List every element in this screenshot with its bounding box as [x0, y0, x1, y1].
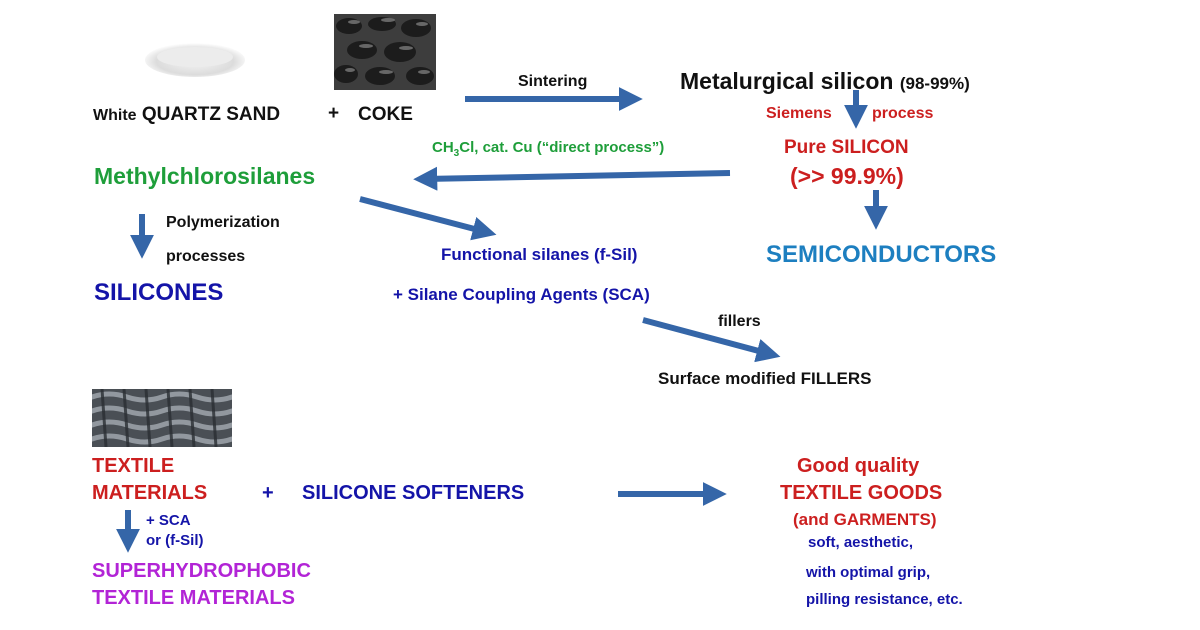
pilling-resistance-label: pilling resistance, etc. — [806, 591, 963, 608]
process-label: process — [872, 105, 934, 122]
arrow-direct-process — [413, 166, 731, 191]
metallurgical-purity: (98-99%) — [899, 74, 970, 93]
polymerization-label: Polymerization — [166, 214, 280, 231]
surface-fillers-label: Surface modified FILLERS — [658, 369, 872, 388]
good-quality-label: Good quality — [797, 455, 920, 477]
textile-goods-label: TEXTILE GOODS — [780, 482, 943, 504]
sca-label: + SCA — [146, 512, 191, 529]
pure-silicon-label: Pure SILICON — [784, 137, 909, 158]
methylchlorosilanes-label: Methylchlorosilanes — [94, 163, 316, 189]
superhydrophobic-materials-label: TEXTILE MATERIALS — [92, 587, 295, 609]
siemens-label: Siemens — [766, 105, 832, 122]
arrow-functional-silanes — [359, 196, 497, 241]
quartz-sand-image — [145, 43, 245, 77]
coke-image — [334, 14, 436, 90]
garments-label: (and GARMENTS) — [793, 510, 937, 529]
quartz-sand-label: QUARTZ SAND — [141, 104, 281, 125]
textile-image — [92, 389, 232, 447]
silicones-label: SILICONES — [94, 279, 224, 306]
coke-label: COKE — [358, 104, 413, 125]
pure-silicon-purity: (>> 99.9%) — [790, 163, 904, 189]
coupling-agents-label: + Silane Coupling Agents (SCA) — [393, 285, 650, 304]
textile-plus-sign: + — [262, 482, 274, 504]
processes-label: processes — [166, 248, 246, 265]
soft-aesthetic-label: soft, aesthetic, — [808, 534, 914, 551]
optimal-grip-label: with optimal grip, — [806, 564, 931, 581]
white-label: White — [93, 107, 137, 124]
metallurgical-silicon-text: Metalurgical silicon — [680, 68, 894, 94]
direct-process-label: CH3Cl, cat. Cu (“direct process”) — [432, 139, 665, 159]
plus-sign: + — [328, 103, 340, 124]
sintering-label: Sintering — [518, 73, 588, 90]
silicone-softeners-label: SILICONE SOFTENERS — [302, 482, 525, 504]
fillers-label: fillers — [718, 313, 761, 330]
semiconductors-label: SEMICONDUCTORS — [766, 241, 997, 268]
materials-label: MATERIALS — [92, 482, 208, 504]
or-fsil-label: or (f-Sil) — [146, 532, 204, 549]
functional-silanes-label: Functional silanes (f-Sil) — [441, 245, 638, 264]
arrow-fillers — [642, 317, 781, 363]
raw-materials-label: White QUARTZ SAND — [93, 104, 280, 126]
textile-label: TEXTILE — [92, 455, 175, 477]
metallurgical-silicon-label: Metalurgical silicon (98-99%) — [680, 68, 970, 94]
superhydrophobic-label: SUPERHYDROPHOBIC — [92, 560, 311, 582]
